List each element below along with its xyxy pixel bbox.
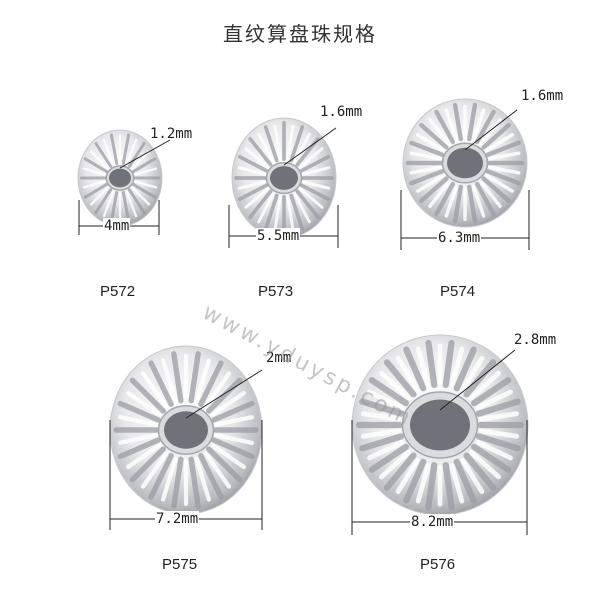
bead-p576-code: P576 [420,556,456,573]
bead-p572-hole-label: 1.2mm [150,126,193,142]
bead-p575-code: P575 [162,556,198,573]
bead-p576-width-label: 8.2mm [410,514,455,530]
bead-p573-hole-label: 1.6mm [320,104,363,120]
bead-p573-width-label: 5.5mm [256,228,301,244]
bead-p574-width-label: 6.3mm [437,230,482,246]
bead-p574-code: P574 [440,283,476,300]
bead-p572-code: P572 [100,283,136,300]
bead-p574-hole-label: 1.6mm [521,88,564,104]
bead-p573-code: P573 [258,283,294,300]
bead-p576-hole-label: 2.8mm [514,332,557,348]
bead-p575-hole-label: 2mm [266,350,292,366]
bead-p575-width-label: 7.2mm [155,511,200,527]
page-title: 直纹算盘珠规格 [223,22,377,46]
bead-p572-width-label: 4mm [103,218,131,234]
